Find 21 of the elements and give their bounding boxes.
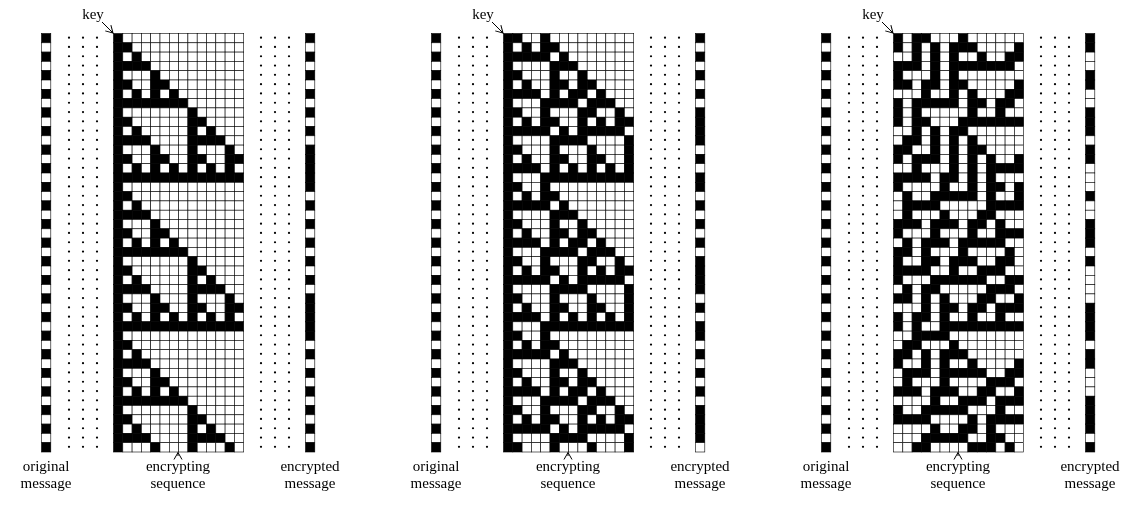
arrow [881,21,894,34]
key-label: key [858,6,888,23]
cellular-automaton-grid-drawing [113,33,245,453]
key-label: key [468,6,498,23]
arrow [563,452,573,460]
cellular-automaton-grid-drawing [893,33,1025,453]
message-label: encrypted message [669,458,731,492]
cellular-automaton-grid-drawing [503,33,635,453]
sequence-label: encrypting sequence [908,458,1008,492]
arrow [491,21,504,34]
message-label: encrypted message [1059,458,1121,492]
sequence-label: encrypting sequence [128,458,228,492]
arrow [173,452,183,460]
arrow [953,452,963,460]
message-label: original message [19,458,73,492]
sequence-label: encrypting sequence [518,458,618,492]
message-label: encrypted message [279,458,341,492]
arrow [101,21,114,34]
message-label: original message [799,458,853,492]
message-label: original message [409,458,463,492]
key-label: key [78,6,108,23]
